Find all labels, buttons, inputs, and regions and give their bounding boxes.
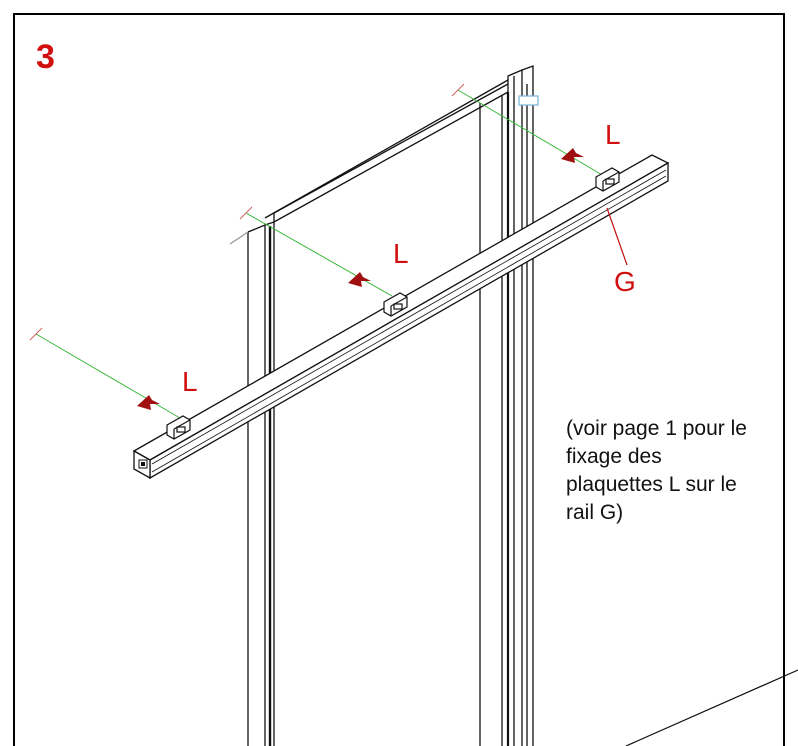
instruction-note: (voir page 1 pour le fixage des plaquett… [566,415,796,527]
top-frame-bar [264,79,509,223]
diagram-frame [13,13,785,746]
floor-line [625,669,798,746]
label-rail-g: G [614,266,636,297]
label-plate-left: L [182,366,198,397]
note-line-1: (voir page 1 pour le [566,417,747,440]
plate-l-right [595,167,620,192]
arrow-middle [348,272,371,287]
step-number: 3 [36,38,55,76]
rail-g-leader [606,207,628,266]
label-plate-middle: L [393,238,409,269]
left-post [229,221,275,746]
right-post [479,65,539,746]
note-line-3: plaquettes L sur le [566,473,737,496]
arrow-left [137,395,160,410]
guide-end-ticks [29,83,465,341]
note-line-2: fixage des [566,445,662,468]
label-plate-right: L [605,119,621,150]
note-line-4: rail G) [566,501,624,524]
arrow-right [561,148,584,163]
plate-l-left [166,415,191,440]
plate-l-middle [383,292,408,317]
